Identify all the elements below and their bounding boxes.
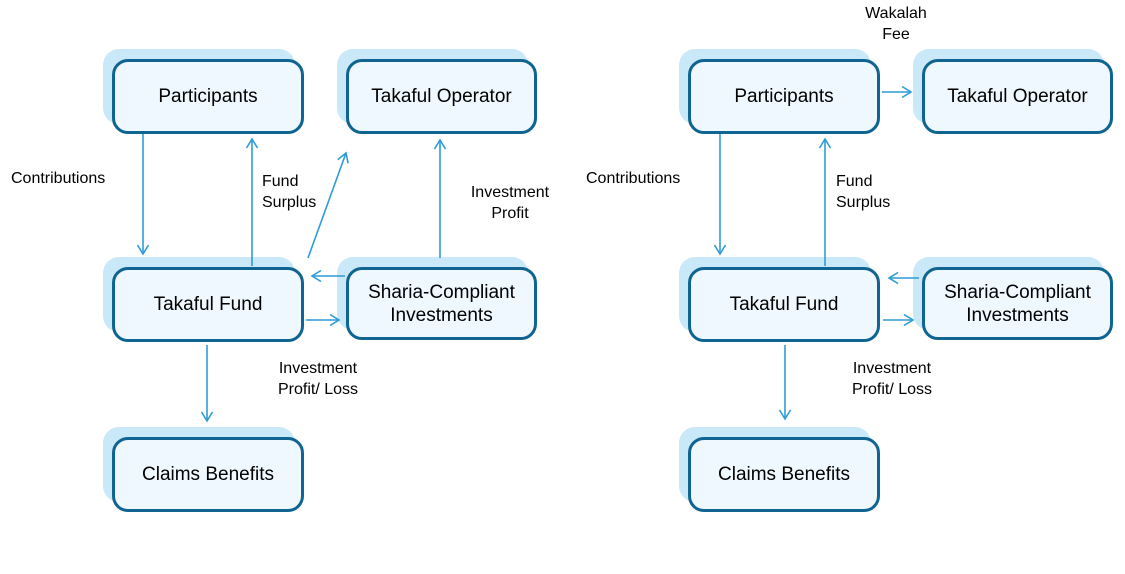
right-contributions-label: Contributions [586,170,681,187]
right-takaful-fund-box: Takaful Fund [688,267,880,342]
right-investment-profit-loss-label: Investment Profit/ Loss [851,360,933,398]
right-takaful-operator-label: Takaful Operator [947,86,1088,107]
left-contributions-label: Contributions [11,170,106,187]
left-fund-surplus-label: Fund Surplus [262,173,317,211]
left-sharia-investments-label: Sharia-Compliant Investments [368,281,515,326]
left-investment-profit-loss-label: Investment Profit/ Loss [277,360,359,398]
left-participants-box: Participants [112,59,304,134]
right-claims-benefits-box: Claims Benefits [688,437,880,512]
right-sharia-investments-label: Sharia-Compliant Investments [944,281,1091,326]
left-takaful-operator-box: Takaful Operator [346,59,537,134]
left-claims-benefits-box: Claims Benefits [112,437,304,512]
right-sharia-investments-box: Sharia-Compliant Investments [922,267,1113,340]
right-takaful-operator-box: Takaful Operator [922,59,1113,134]
right-participants-label: Participants [734,86,834,107]
right-takaful-fund-label: Takaful Fund [729,294,839,315]
left-claims-benefits-label: Claims Benefits [142,464,274,485]
right-participants-box: Participants [688,59,880,134]
right-claims-benefits-label: Claims Benefits [718,464,850,485]
right-wakalah-fee-label: Wakalah Fee [865,5,927,43]
left-takaful-operator-label: Takaful Operator [371,86,512,107]
left-investment-profit-label: Investment Profit [470,184,550,222]
left-participants-label: Participants [158,86,258,107]
right-fund-surplus-label: Fund Surplus [836,173,891,211]
left-takaful-fund-label: Takaful Fund [153,294,263,315]
left-sharia-investments-box: Sharia-Compliant Investments [346,267,537,340]
left-takaful-fund-box: Takaful Fund [112,267,304,342]
